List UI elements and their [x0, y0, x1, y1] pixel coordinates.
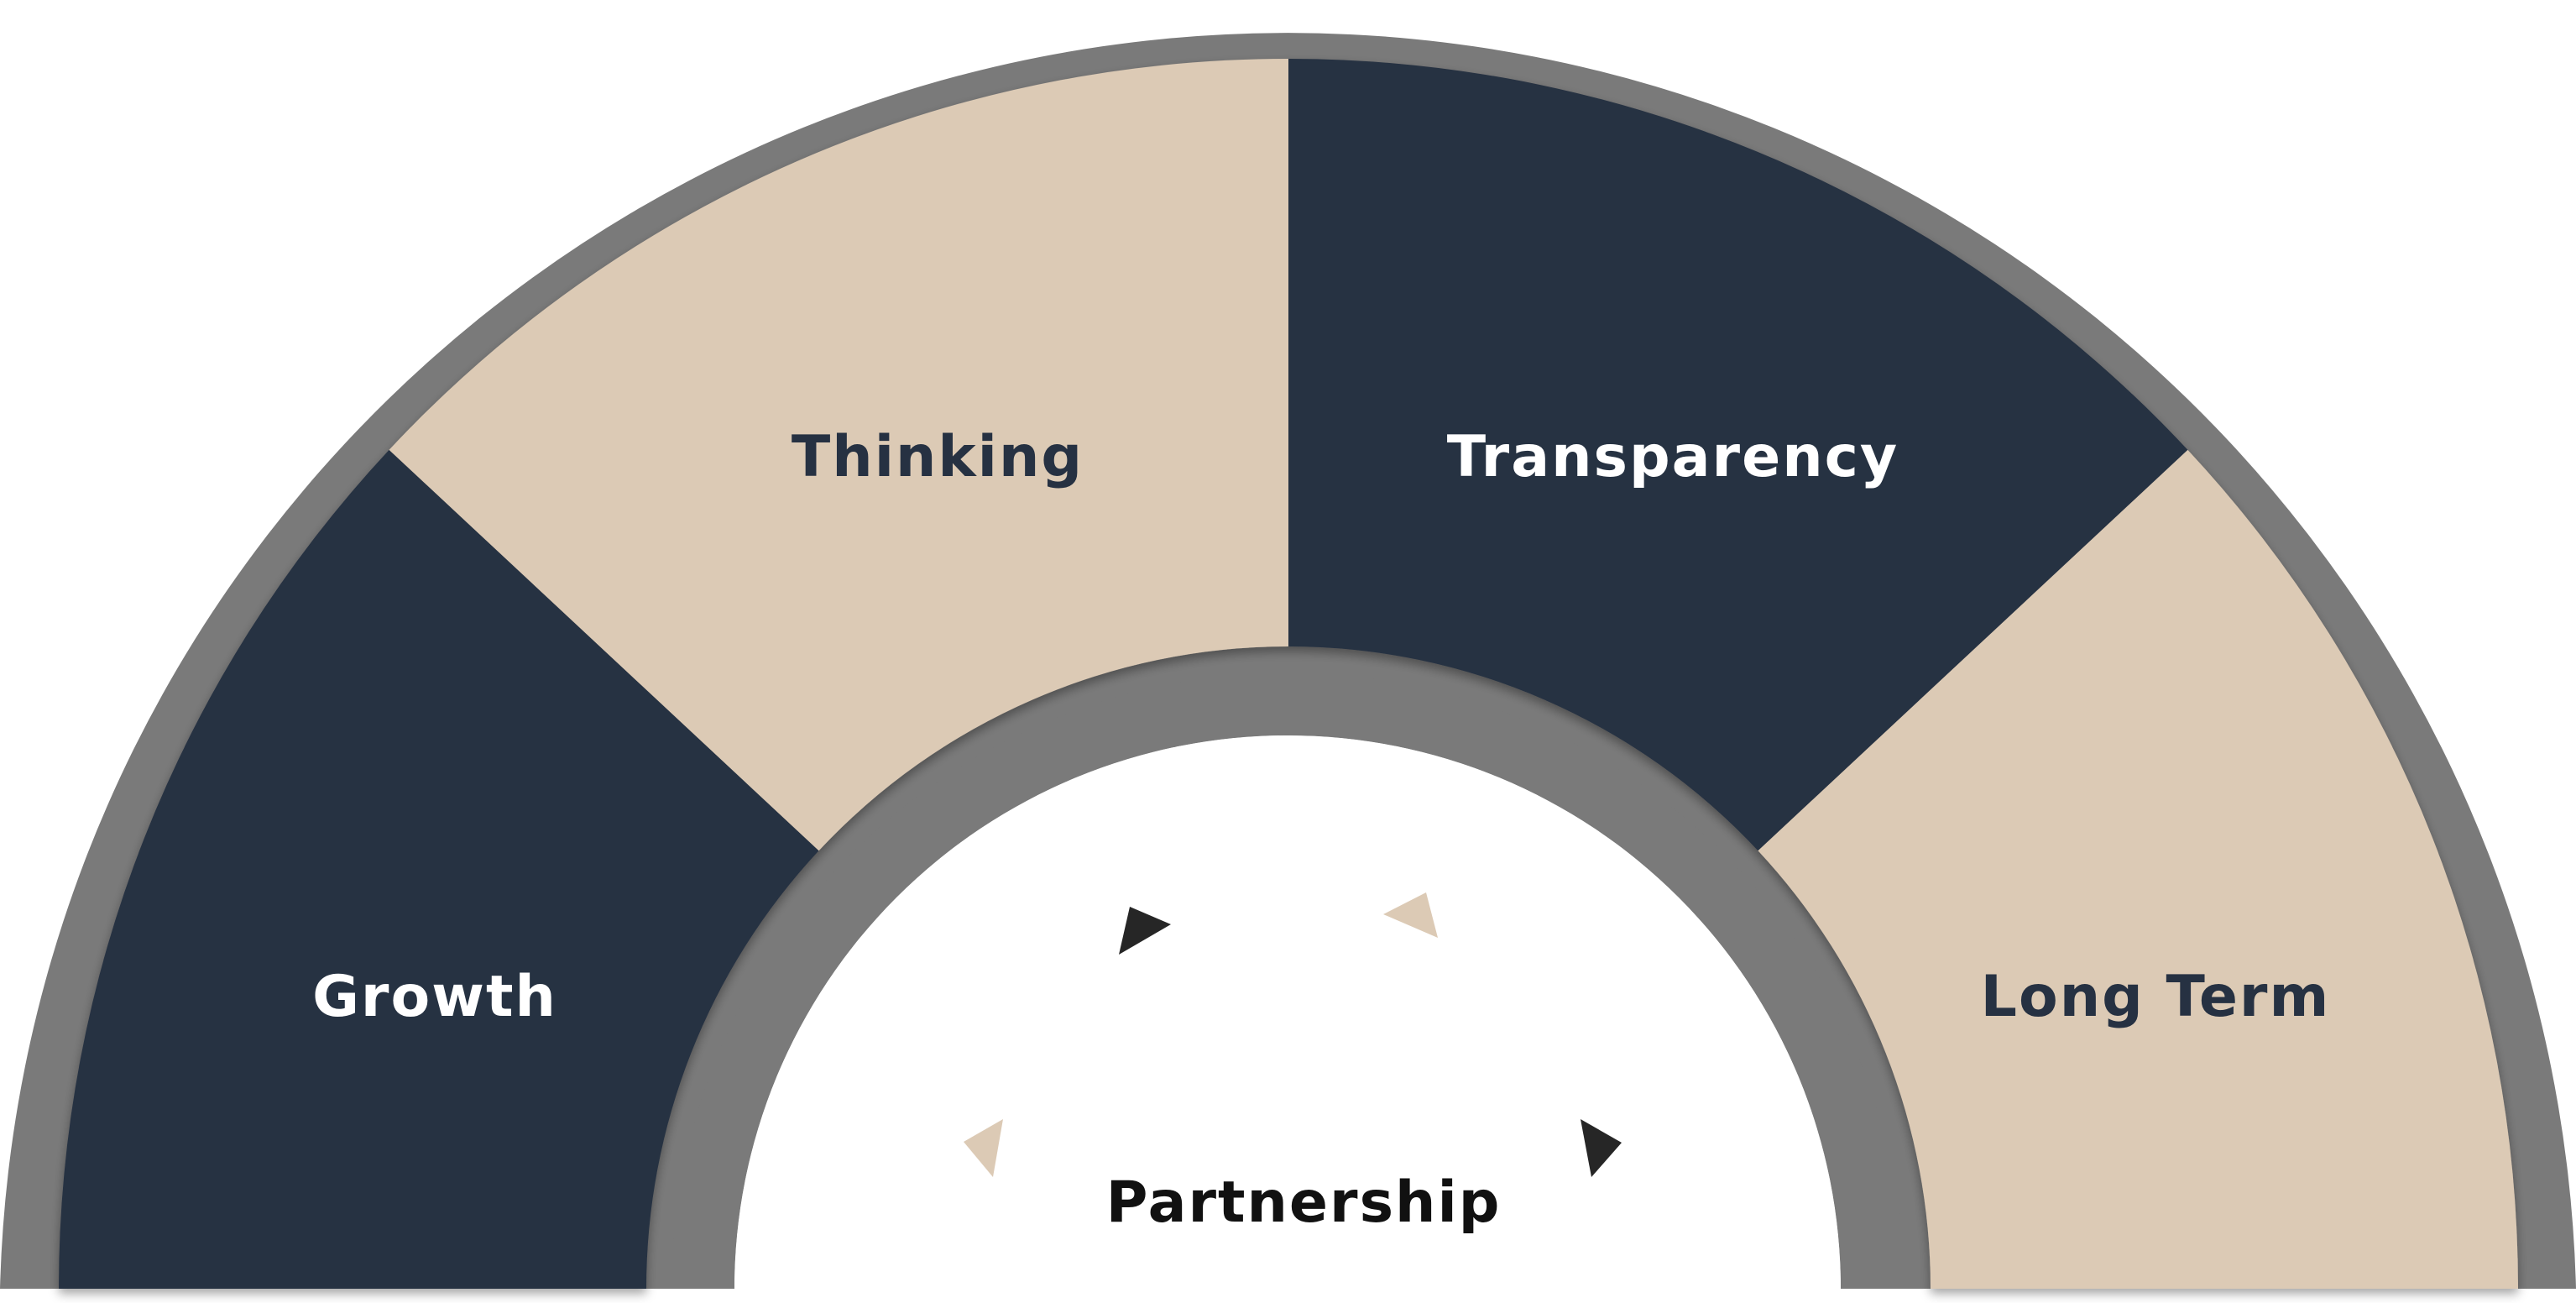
- segment-label-transparency: Transparency: [1447, 424, 1899, 490]
- arrow-dark-1: [1119, 907, 1171, 955]
- segment-thinking: [389, 59, 1288, 851]
- segment-label-thinking: Thinking: [792, 424, 1084, 490]
- center-label-partnership: Partnership: [1106, 1170, 1502, 1236]
- segment-long-term: [1758, 449, 2518, 1289]
- arrow-dark-2: [1581, 1119, 1622, 1177]
- segment-label-growth: Growth: [312, 964, 557, 1030]
- segment-transparency: [1288, 59, 2188, 851]
- segment-growth: [59, 449, 819, 1289]
- inner-ring: [671, 672, 1904, 1289]
- arrow-light-1: [1383, 892, 1438, 938]
- segment-label-long-term: Long Term: [1981, 964, 2331, 1030]
- arrow-light-2: [964, 1119, 1003, 1177]
- center-disc: [734, 735, 1841, 1289]
